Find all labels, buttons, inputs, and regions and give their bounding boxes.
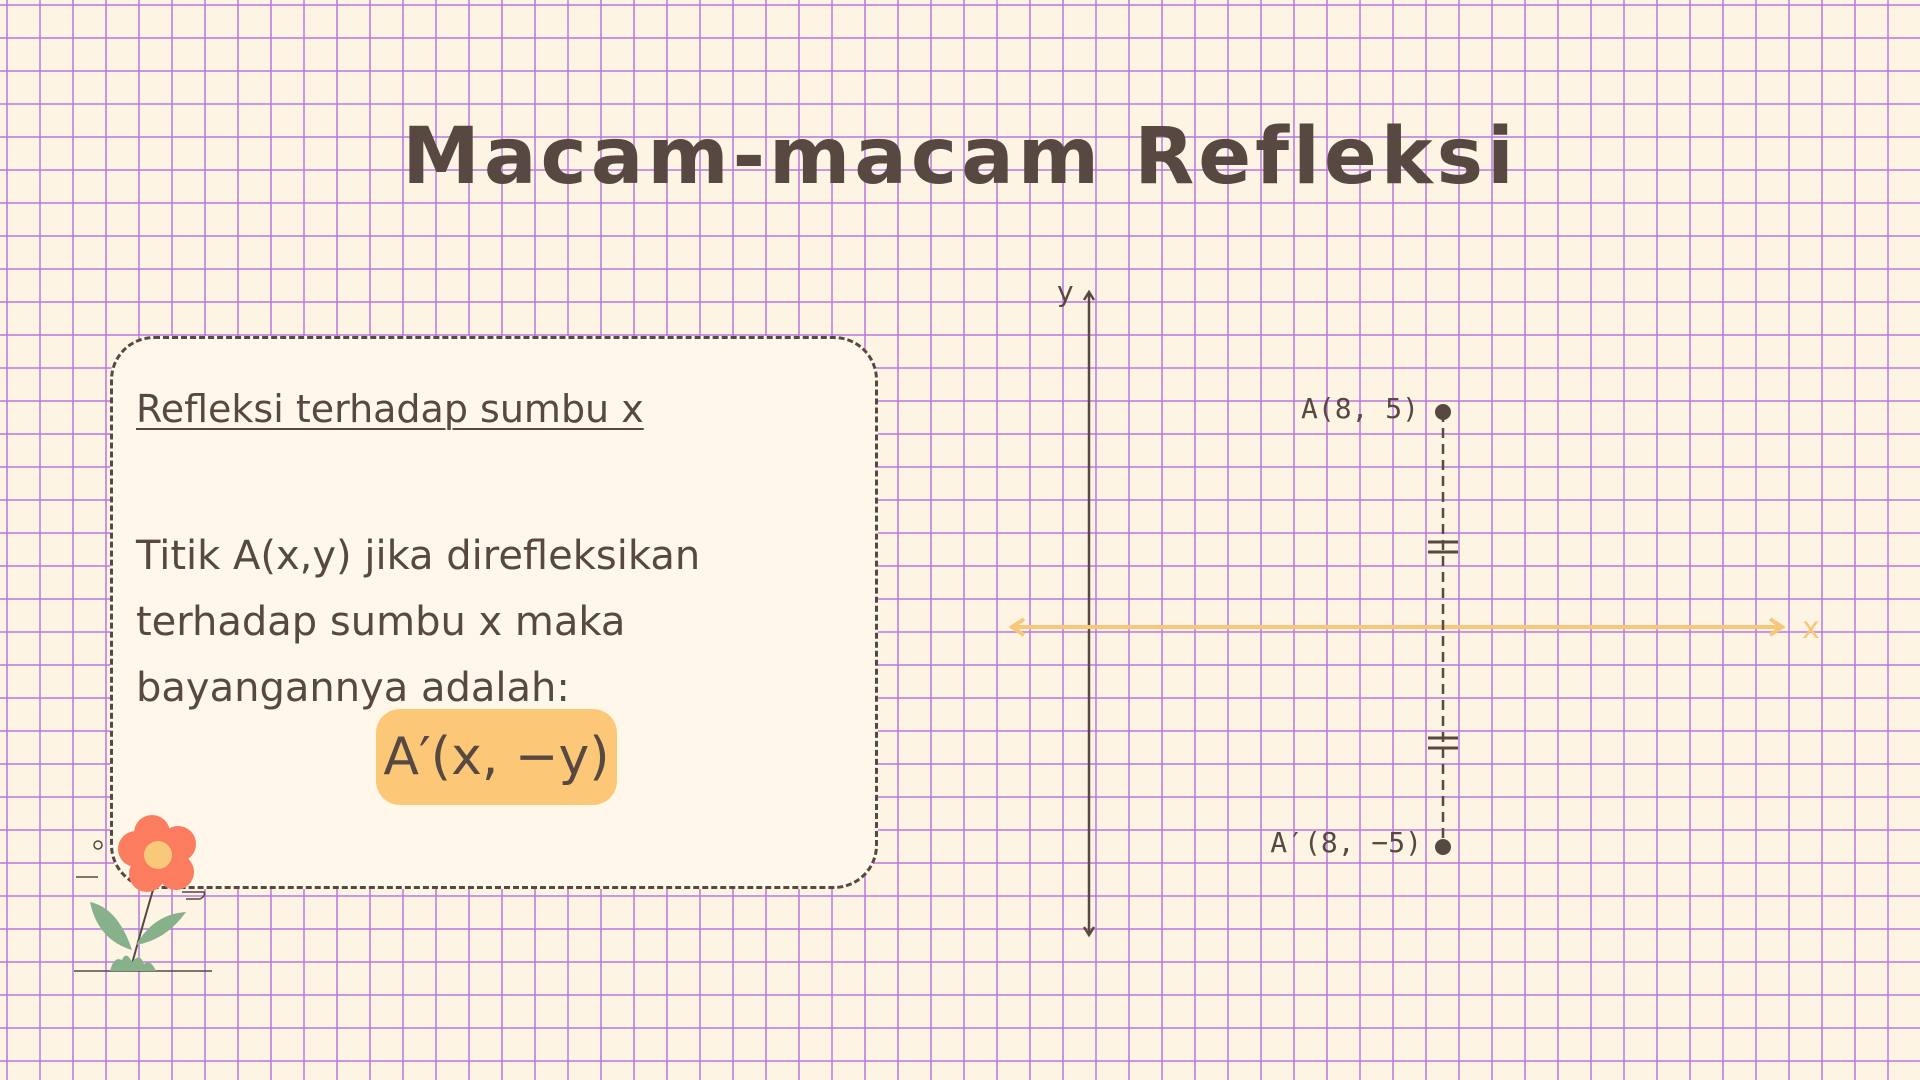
y-axis-label: y (1057, 275, 1074, 308)
x-axis-label: x (1802, 611, 1820, 646)
x-axis (1008, 617, 1786, 637)
point-a (1435, 404, 1451, 420)
point-a-prime-label: A′(8, −5) (1270, 826, 1422, 859)
point-a-prime (1435, 839, 1451, 855)
flower-icon (74, 815, 212, 972)
equal-tick-lower (1428, 736, 1458, 750)
card-body-text: Titik A(x,y) jika direfleksikan terhadap… (136, 533, 701, 711)
card-heading: Refleksi terhadap sumbu x (136, 387, 644, 431)
equal-tick-upper (1428, 540, 1458, 554)
point-a-label: A(8, 5) (1301, 392, 1419, 425)
info-card: Refleksi terhadap sumbu x Titik A(x,y) j… (110, 336, 878, 889)
y-axis (1082, 289, 1096, 938)
formula-badge: A′(x, −y) (376, 709, 617, 805)
slide-title: Macam-macam Refleksi (402, 112, 1518, 202)
